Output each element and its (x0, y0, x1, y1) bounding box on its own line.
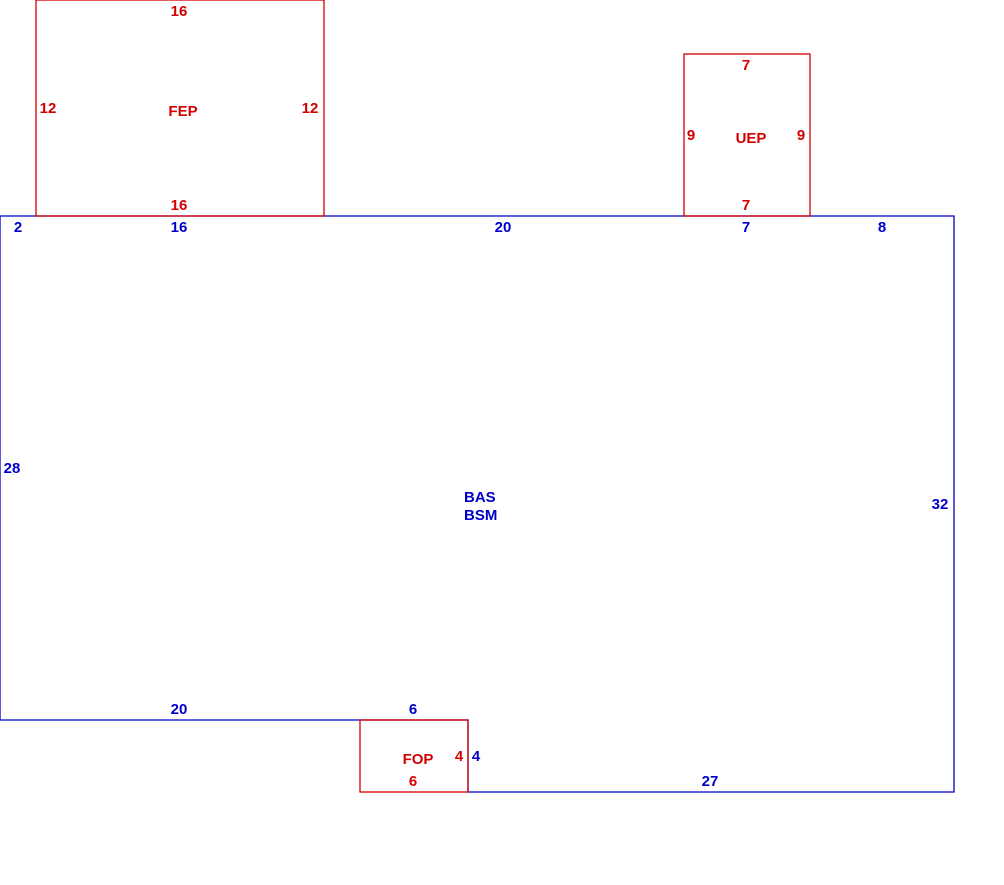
bas-dim-notch-right: 4 (472, 748, 481, 765)
bas-dim-left: 28 (4, 460, 21, 477)
bas-dim-top-fep: 16 (171, 219, 188, 236)
uep-code: UEP (736, 130, 767, 147)
uep-dim-bottom: 7 (742, 197, 750, 214)
uep-dim-top: 7 (742, 57, 750, 74)
fop-dim-bottom: 6 (409, 773, 417, 790)
fep-dim-right: 12 (302, 100, 319, 117)
bas-dim-top-uep: 7 (742, 219, 750, 236)
bas-code: BAS (464, 489, 496, 506)
uep-dim-left: 9 (687, 127, 695, 144)
uep-dim-right: 9 (797, 127, 805, 144)
bas-dim-bottom-notch-top: 6 (409, 701, 417, 718)
fep-outline (35, 0, 325, 217)
bas-dim-top-mid: 20 (495, 219, 512, 236)
fep-dim-left: 12 (40, 100, 57, 117)
uep-outline (683, 53, 811, 217)
fop-dim-right: 4 (455, 748, 464, 765)
fop-outline (359, 719, 469, 793)
bas-dim-bottom-right: 27 (702, 773, 719, 790)
bas-dim-top-right: 8 (878, 219, 886, 236)
bsm-code: BSM (464, 507, 497, 524)
fep-dim-bottom: 16 (171, 197, 188, 214)
fop-code: FOP (403, 751, 434, 768)
bas-dim-right: 32 (932, 496, 949, 513)
bas-dim-bottom-left: 20 (171, 701, 188, 718)
fep-code: FEP (168, 103, 197, 120)
bas-dim-top-left: 2 (14, 219, 22, 236)
fep-dim-top: 16 (171, 3, 188, 20)
